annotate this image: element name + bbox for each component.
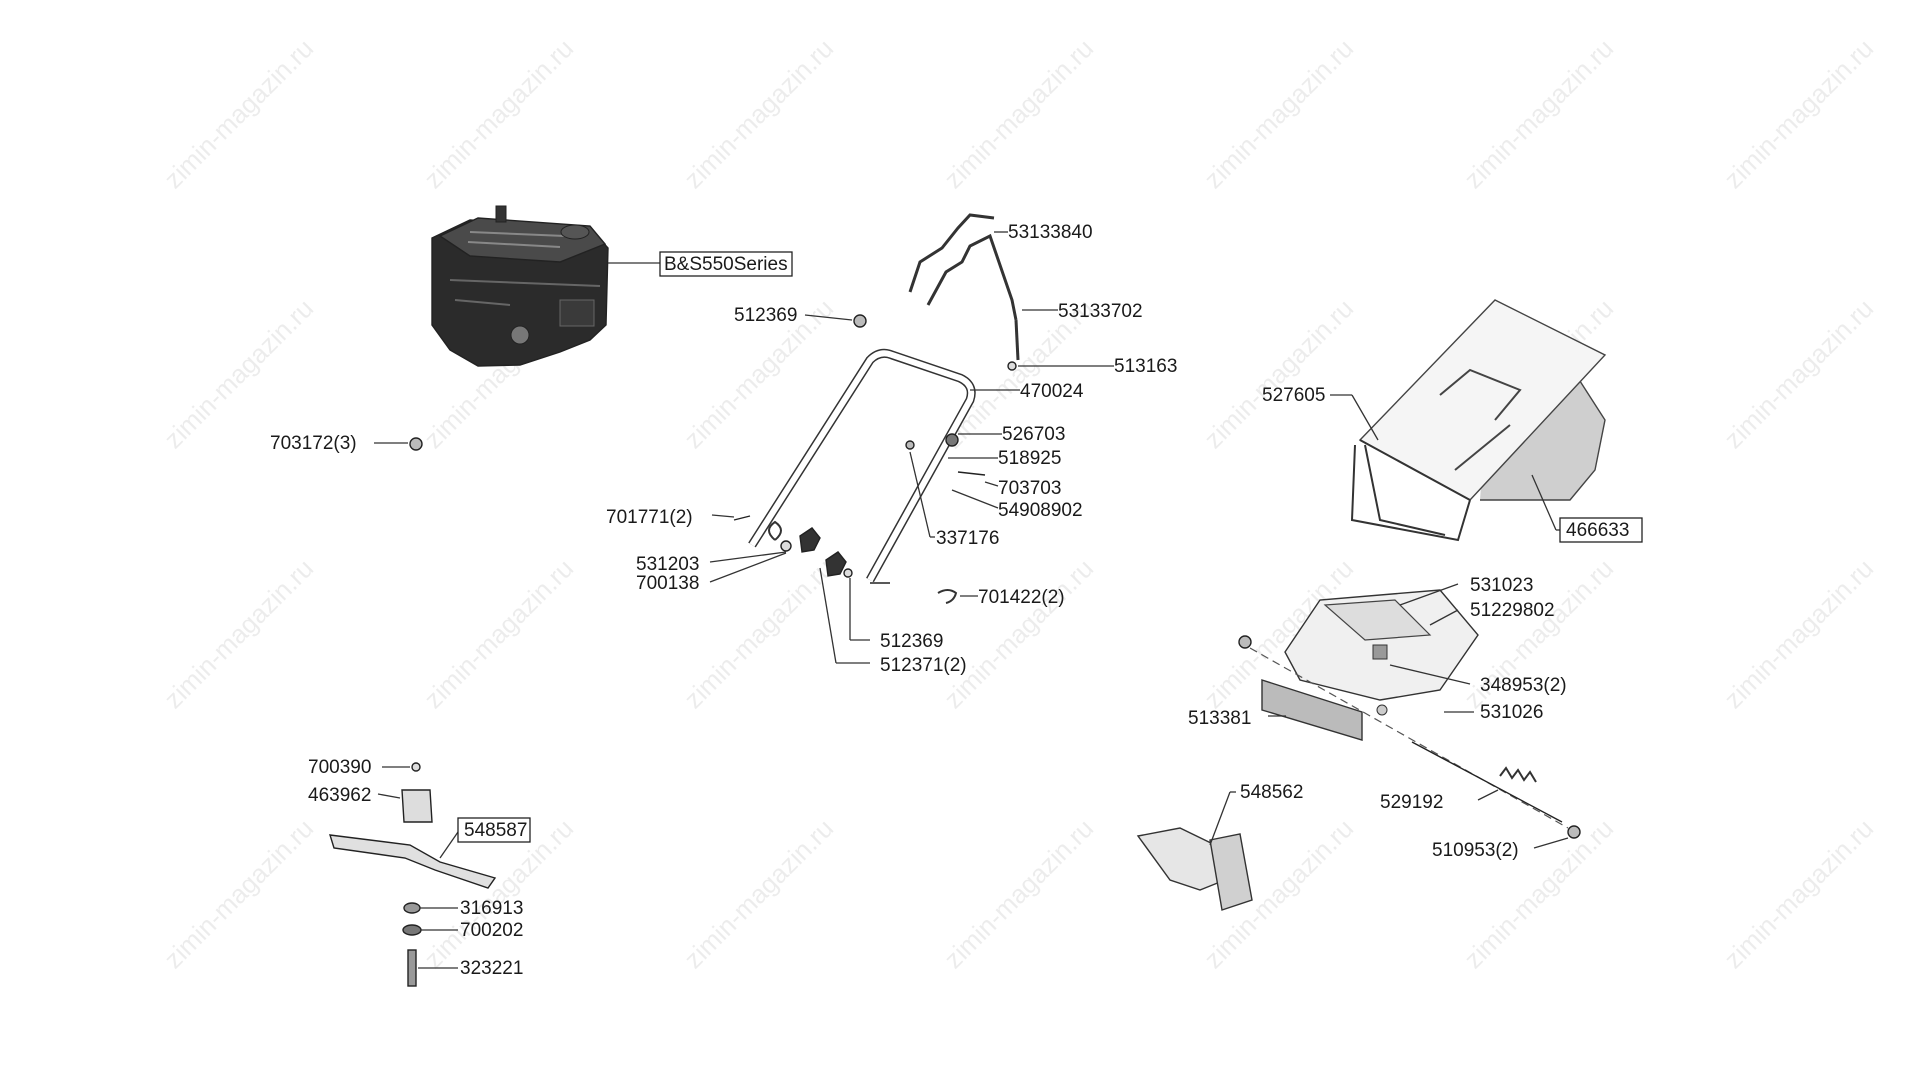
label-part-518925: 518925 xyxy=(998,448,1061,469)
watermark-text: zimin-magazin.ru xyxy=(678,813,839,974)
engine-drawing xyxy=(431,205,609,367)
label-part-700390: 700390 xyxy=(308,757,371,778)
label-part-54908902: 54908902 xyxy=(998,500,1083,521)
label-part-700138: 700138 xyxy=(636,573,699,594)
watermark-text: zimin-magazin.ru xyxy=(1718,813,1879,974)
watermark-text: zimin-magazin.ru xyxy=(1198,33,1359,194)
label-part-337176: 337176 xyxy=(936,528,999,549)
label-nut-703172: 703172(3) xyxy=(270,433,357,454)
watermark-text: zimin-magazin.ru xyxy=(1718,33,1879,194)
watermark-text: zimin-magazin.ru xyxy=(418,33,579,194)
watermark-text: zimin-magazin.ru xyxy=(158,553,319,714)
label-flap-548562: 548562 xyxy=(1240,782,1303,803)
label-spring-529192: 529192 xyxy=(1380,792,1443,813)
nut-icon xyxy=(409,437,423,451)
label-handle-lower: 470024 xyxy=(1020,381,1084,402)
label-bolt-323221: 323221 xyxy=(460,958,523,979)
label-part-51229802: 51229802 xyxy=(1470,600,1555,621)
watermark-text: zimin-magazin.ru xyxy=(678,33,839,194)
watermark-text: zimin-magazin.ru xyxy=(938,813,1099,974)
watermark-text: zimin-magazin.ru xyxy=(678,553,839,714)
label-adapter-463962: 463962 xyxy=(308,785,371,806)
label-frame-527605: 527605 xyxy=(1262,385,1325,406)
watermark-text: zimin-magazin.ru xyxy=(418,553,579,714)
watermark-text: zimin-magazin.ru xyxy=(938,553,1099,714)
label-blade-548587: 548587 xyxy=(464,820,527,841)
label-rod-531026: 531026 xyxy=(1480,702,1543,723)
handle-upper-drawing xyxy=(908,213,1020,361)
label-nut-512369-bottom: 512369 xyxy=(880,631,943,652)
label-bag-466633: 466633 xyxy=(1566,520,1629,541)
label-bolt-703703: 703703 xyxy=(998,478,1061,499)
label-part-513381: 513381 xyxy=(1188,708,1251,729)
label-handle-upper: 53133840 xyxy=(1008,222,1093,243)
watermark-text: zimin-magazin.ru xyxy=(1458,813,1619,974)
watermark-text: zimin-magazin.ru xyxy=(158,293,319,454)
label-nut-510953: 510953(2) xyxy=(1432,840,1519,861)
engine-label-box xyxy=(659,251,793,277)
mulch-flap-drawing xyxy=(1136,827,1253,911)
handle-lower-drawing xyxy=(748,348,976,583)
watermark-text: zimin-magazin.ru xyxy=(158,33,319,194)
watermark-text: zimin-magazin.ru xyxy=(158,813,319,974)
label-part-526703: 526703 xyxy=(1002,424,1065,445)
label-nut-512369-top: 512369 xyxy=(734,305,797,326)
watermark-text: zimin-magazin.ru xyxy=(1718,293,1879,454)
label-clip-701422: 701422(2) xyxy=(978,587,1065,608)
label-part-348953: 348953(2) xyxy=(1480,675,1567,696)
watermark-text: zimin-magazin.ru xyxy=(1718,553,1879,714)
grass-catcher-drawing xyxy=(1350,299,1607,542)
watermark-text: zimin-magazin.ru xyxy=(938,33,1099,194)
label-handle-cable: 53133702 xyxy=(1058,301,1143,322)
label-washer-513163: 513163 xyxy=(1114,356,1177,377)
blade-shape xyxy=(329,834,497,889)
label-bolt-701771: 701771(2) xyxy=(606,507,693,528)
label-washer-700202: 700202 xyxy=(460,920,523,941)
label-part-531203: 531203 xyxy=(636,554,699,575)
rear-flap-drawing xyxy=(1261,589,1479,741)
label-knob-512371: 512371(2) xyxy=(880,655,967,676)
label-part-531023: 531023 xyxy=(1470,575,1533,596)
label-washer-316913: 316913 xyxy=(460,898,523,919)
label-engine: B&S550Series xyxy=(664,254,788,275)
watermark-text: zimin-magazin.ru xyxy=(1198,293,1359,454)
watermark-text: zimin-magazin.ru xyxy=(1458,33,1619,194)
